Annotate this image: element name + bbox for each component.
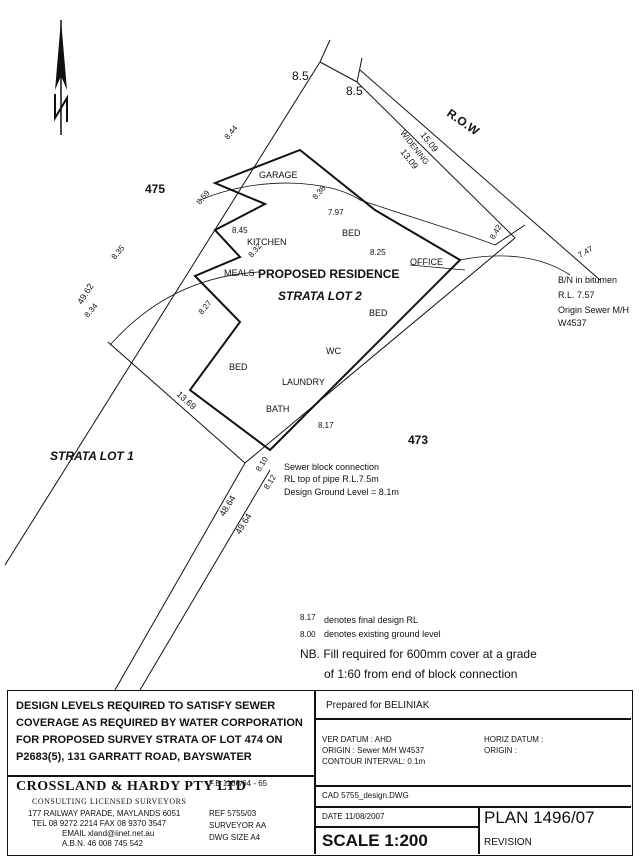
level-7-47: 7.47 <box>577 244 595 260</box>
row-label: R.O.W <box>444 106 482 139</box>
benchmark-line-3: Origin Sewer M/H <box>558 305 629 315</box>
cad-file: CAD 5755_design.DWG <box>322 791 409 800</box>
room-bed-3: BED <box>229 362 248 372</box>
reference: REF 5755/03 <box>209 809 257 818</box>
legend-final-text: denotes final design RL <box>324 615 418 625</box>
vertical-datum: VER DATUM : AHD <box>322 735 392 744</box>
lot-boundaries <box>4 39 601 690</box>
plan-number: PLAN 1496/07 <box>484 808 595 827</box>
strata-lot-1-label: STRATA LOT 1 <box>50 449 134 463</box>
description-line-1: DESIGN LEVELS REQUIRED TO SATISFY SEWER <box>16 700 276 712</box>
dim-8-5-right: 8.5 <box>346 84 363 98</box>
level-8-25: 8.25 <box>370 248 386 257</box>
room-laundry: LAUNDRY <box>282 377 325 387</box>
field-book: F.B 1166/64 - 65 <box>209 779 268 788</box>
legend-existing-text: denotes existing ground level <box>324 629 441 639</box>
level-8-42: 8.42 <box>488 223 504 241</box>
lot-473-label: 473 <box>408 433 428 447</box>
level-8-27: 8.27 <box>197 298 214 316</box>
benchmark-line-1: B/N in bitumen <box>558 275 617 285</box>
sewer-note-line-3: Design Ground Level = 8.1m <box>284 487 399 497</box>
level-7-97: 7.97 <box>328 208 344 217</box>
level-8-59: 8.59 <box>195 188 212 206</box>
room-wc: WC <box>326 346 341 356</box>
level-8-17: 8.17 <box>318 421 334 430</box>
legend-final-symbol: 8.17 <box>300 613 316 622</box>
firm-tel-fax: TEL 08 9272 2214 FAX 08 9370 3547 <box>32 819 167 828</box>
nb-note-line-2: of 1:60 from end of block connection <box>324 667 517 681</box>
nb-note-line-1: NB. Fill required for 600mm cover at a g… <box>300 647 537 661</box>
surveyor: SURVEYOR AA <box>209 821 267 830</box>
room-meals: MEALS <box>224 268 255 278</box>
firm-abn: A.B.N. 46 008 745 542 <box>62 839 143 848</box>
room-bed-1: BED <box>342 228 361 238</box>
drawing-size: DWG SIZE A4 <box>209 833 261 842</box>
room-bed-2: BED <box>369 308 388 318</box>
horizontal-origin: ORIGIN : <box>484 746 517 755</box>
plan-date: DATE 11/08/2007 <box>322 812 385 821</box>
room-office: OFFICE <box>410 257 443 267</box>
benchmark-line-4: W4537 <box>558 318 587 328</box>
level-8-45: 8.45 <box>232 226 248 235</box>
title-block: DESIGN LEVELS REQUIRED TO SATISFY SEWER … <box>7 690 633 856</box>
room-garage: GARAGE <box>259 170 298 180</box>
description-line-3: FOR PROPOSED SURVEY STRATA OF LOT 474 ON <box>16 734 283 746</box>
level-8-34: 8.34 <box>83 301 100 319</box>
horizontal-datum: HORIZ DATUM : <box>484 735 544 744</box>
contour-interval: CONTOUR INTERVAL: 0.1m <box>322 757 426 766</box>
level-8-44: 8.44 <box>223 123 240 141</box>
room-kitchen: KITCHEN <box>247 237 287 247</box>
description-line-4: P2683(5), 131 GARRATT ROAD, BAYSWATER <box>16 751 252 763</box>
north-arrow-icon <box>54 20 68 135</box>
revision: REVISION <box>484 837 532 848</box>
legend-existing-symbol: 8.00 <box>300 630 316 639</box>
house-outline <box>188 148 462 452</box>
level-8-38: 8.38 <box>311 183 328 201</box>
vertical-origin: ORIGIN : Sewer M/H W4537 <box>322 746 425 755</box>
firm-email: EMAIL xland@iinet.net.au <box>62 829 155 838</box>
dim-8-5-left: 8.5 <box>292 69 309 83</box>
prepared-for: Prepared for BELINIAK <box>326 700 430 711</box>
survey-plan-drawing: R.O.W 475 473 STRATA LOT 1 STRATA LOT 2 … <box>4 20 629 690</box>
dim-49-64: 49.64 <box>233 512 253 536</box>
level-8-12: 8.12 <box>262 473 278 491</box>
proposed-residence-label: PROPOSED RESIDENCE <box>258 267 399 281</box>
room-bath: BATH <box>266 404 289 414</box>
firm-name: CROSSLAND & HARDY PTY LTD <box>16 779 247 794</box>
plan-scale: SCALE 1:200 <box>322 831 428 850</box>
sewer-note-line-1: Sewer block connection <box>284 462 379 472</box>
strata-lot-2-label: STRATA LOT 2 <box>278 289 362 303</box>
sewer-lines <box>109 182 571 346</box>
sewer-note-line-2: RL top of pipe R.L.7.5m <box>284 474 379 484</box>
level-8-10: 8.10 <box>254 455 270 473</box>
level-8-35: 8.35 <box>110 243 127 261</box>
benchmark-line-2: R.L. 7.57 <box>558 290 595 300</box>
description-line-2: COVERAGE AS REQUIRED BY WATER CORPORATIO… <box>16 717 303 729</box>
firm-subtitle: CONSULTING LICENSED SURVEYORS <box>32 797 187 806</box>
firm-address: 177 RAILWAY PARADE, MAYLANDS 6051 <box>28 809 181 818</box>
lot-475-label: 475 <box>145 182 165 196</box>
